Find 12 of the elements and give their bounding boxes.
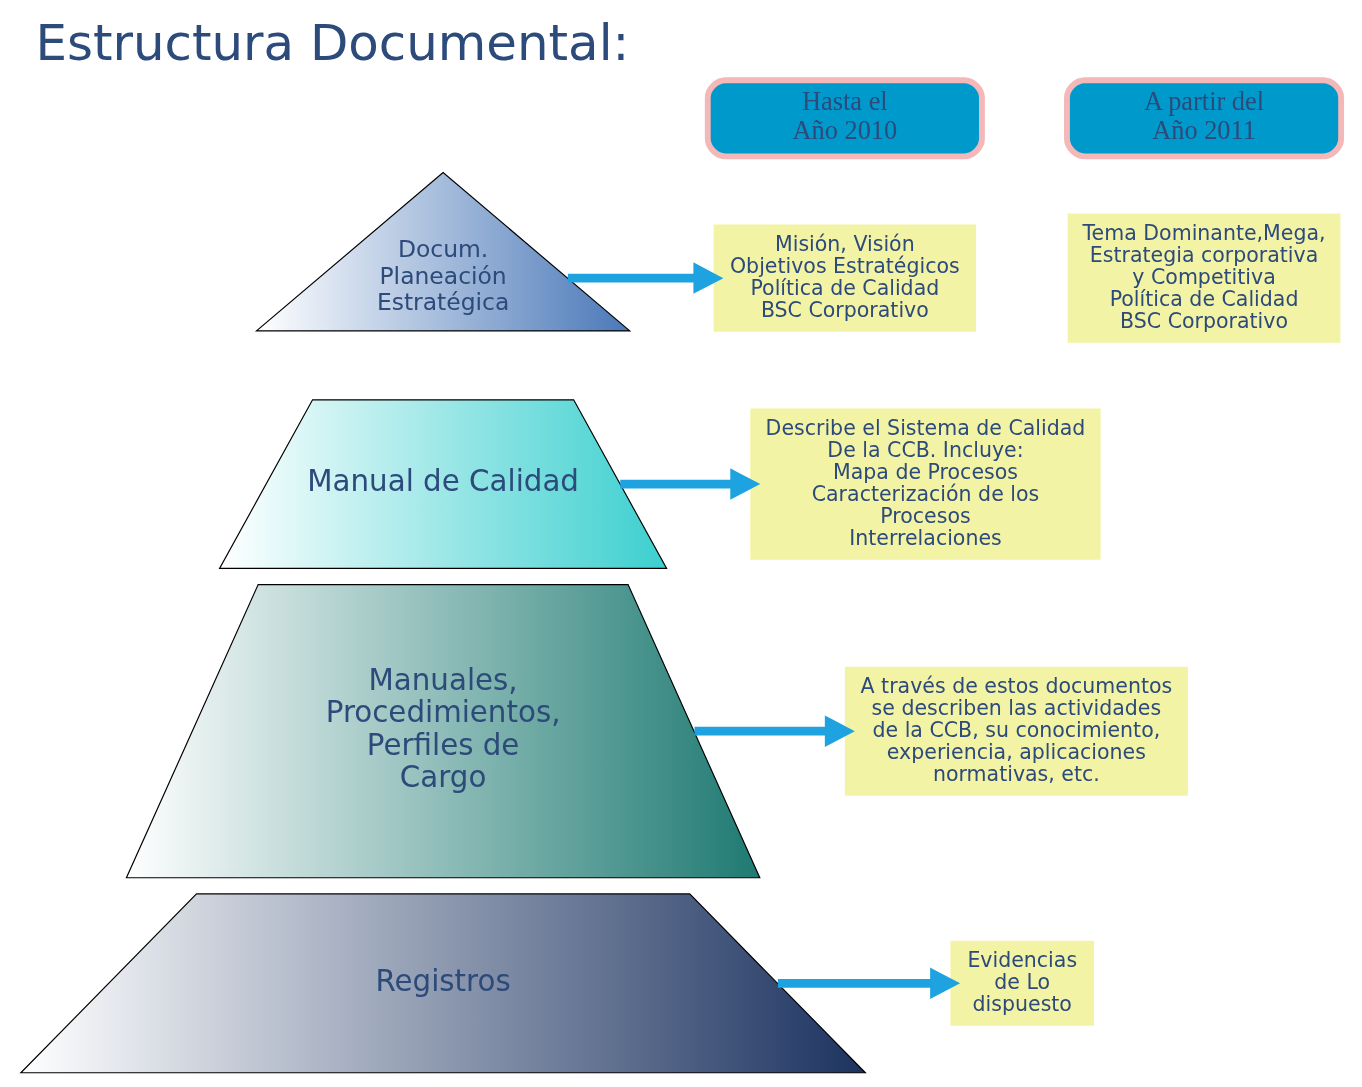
node-box: Tema Dominante,Mega, Estrategia corporativa y Competitiva Política de Calidad BSC Corporativo — [1067, 213, 1341, 343]
arrow — [777, 967, 961, 1000]
node-box: Evidencias de Lo dispuesto — [950, 940, 1095, 1026]
diagram-title: Estructura Documental: — [35, 13, 630, 72]
node-box: A través de estos documentos se describen las actividades de la CCB, su conocimiento, experiencia, aplicaciones normativas, etc. — [844, 666, 1188, 796]
node-box: Misión, Visión Objetivos Estratégicos Política de Calidad BSC Corporativo — [713, 224, 977, 332]
arrow — [620, 468, 761, 500]
arrow — [694, 715, 855, 747]
node-box: Describe el Sistema de Calidad De la CCB. Incluye: Mapa de Procesos Caracterización de los Procesos Interrelaciones — [750, 408, 1101, 560]
node-box: Hasta el Año 2010 — [704, 77, 985, 160]
node-box: A partir del Año 2011 — [1064, 77, 1345, 160]
arrow — [567, 262, 724, 294]
